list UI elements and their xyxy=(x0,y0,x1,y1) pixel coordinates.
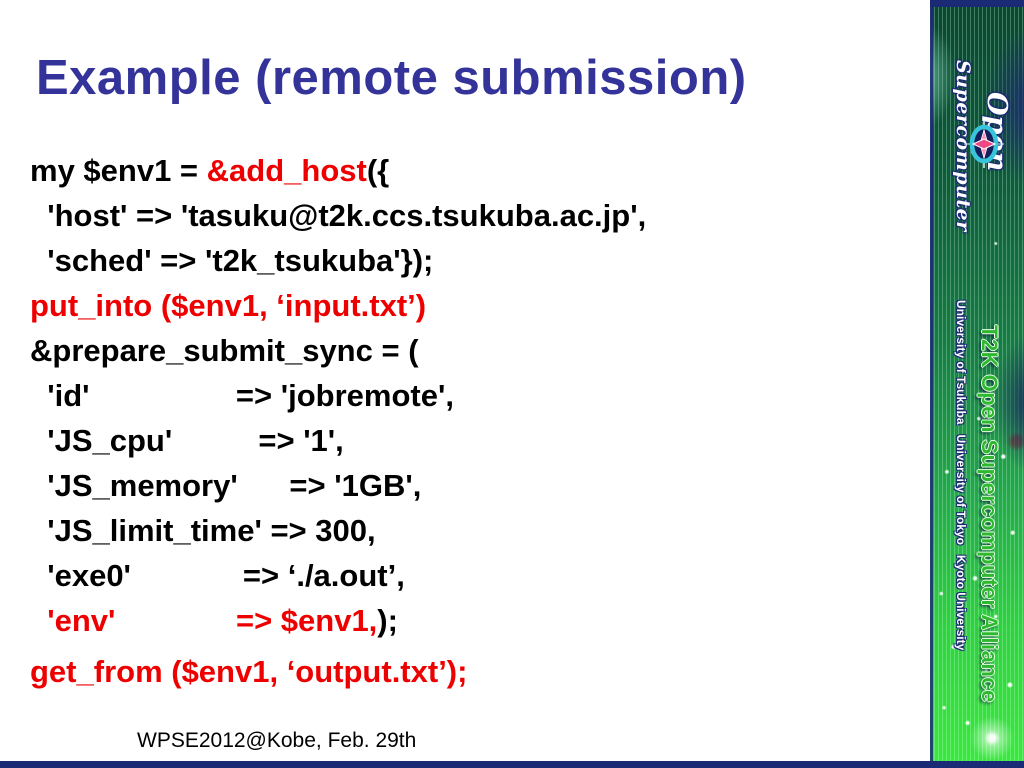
code-line: 'id' => 'jobremote', xyxy=(30,373,646,418)
code-line: put_into ($env1, ‘input.txt’) xyxy=(30,283,646,328)
code-segment: &prepare_submit_sync = ( xyxy=(30,333,419,368)
open-supercomputer-logo: Open Supercomputer xyxy=(942,58,1012,232)
code-segment: 'host' => 'tasuku@t2k.ccs.tsukuba.ac.jp'… xyxy=(30,198,647,233)
code-segment: get_from ($env1, ‘output.txt’); xyxy=(30,654,468,689)
code-line: my $env1 = &add_host({ xyxy=(30,148,646,193)
code-segment: 'JS_memory' => '1GB', xyxy=(30,468,422,503)
code-line: 'exe0' => ‘./a.out’, xyxy=(30,553,646,598)
code-line: get_from ($env1, ‘output.txt’); xyxy=(30,649,646,694)
code-segment: 'sched' => 't2k_tsukuba'}); xyxy=(30,243,434,278)
code-segment: my $env1 = xyxy=(30,153,207,188)
code-line: &prepare_submit_sync = ( xyxy=(30,328,646,373)
code-segment: 'id' => 'jobremote', xyxy=(30,378,454,413)
code-block: my $env1 = &add_host({ 'host' => 'tasuku… xyxy=(30,148,646,694)
compass-star-icon xyxy=(964,120,1004,168)
code-segment: ({ xyxy=(366,153,390,188)
code-line: 'JS_limit_time' => 300, xyxy=(30,508,646,553)
bottom-navy-bar xyxy=(0,761,1024,768)
sidebar-decoration: Open Supercomputer University of Tsukuba… xyxy=(930,0,1024,761)
code-line: 'JS_memory' => '1GB', xyxy=(30,463,646,508)
universities-vertical-text: University of Tsukuba University of Toky… xyxy=(954,300,968,651)
logo-rotated-wrapper: Open Supercomputer xyxy=(942,58,1012,232)
code-segment: put_into ($env1, ‘input.txt’) xyxy=(30,288,427,323)
code-line: 'sched' => 't2k_tsukuba'}); xyxy=(30,238,646,283)
code-line: 'env' => $env1,); xyxy=(30,598,646,643)
slide-title: Example (remote submission) xyxy=(36,51,747,105)
code-segment: 'JS_limit_time' => 300, xyxy=(30,513,376,548)
sidebar-top-bar xyxy=(930,0,1024,7)
code-segment: 'JS_cpu' => '1', xyxy=(30,423,344,458)
sidebar-left-border xyxy=(930,0,933,761)
code-line: 'host' => 'tasuku@t2k.ccs.tsukuba.ac.jp'… xyxy=(30,193,646,238)
footer-text: WPSE2012@Kobe, Feb. 29th xyxy=(137,729,417,752)
code-segment: ); xyxy=(377,603,398,638)
alliance-vertical-text: T2K Open Supercomputer Alliance xyxy=(977,325,1002,703)
code-segment: 'env' => $env1, xyxy=(30,603,378,638)
code-segment: 'exe0' => ‘./a.out’, xyxy=(30,558,405,593)
code-line: 'JS_cpu' => '1', xyxy=(30,418,646,463)
code-segment: &add_host xyxy=(206,153,367,188)
sidebar-nebula-background xyxy=(930,0,1024,761)
